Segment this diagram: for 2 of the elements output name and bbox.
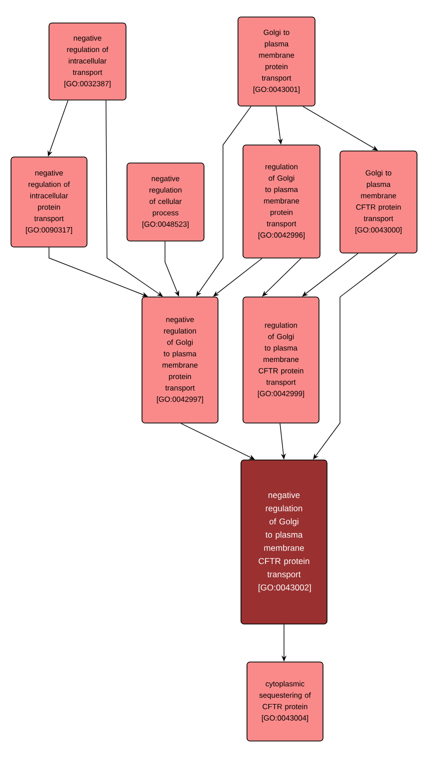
term-box: negative regulation of Golgi to plasma membrane CFTR protein transport [GO:0043002] [240, 460, 328, 624]
arrow [180, 423, 255, 460]
